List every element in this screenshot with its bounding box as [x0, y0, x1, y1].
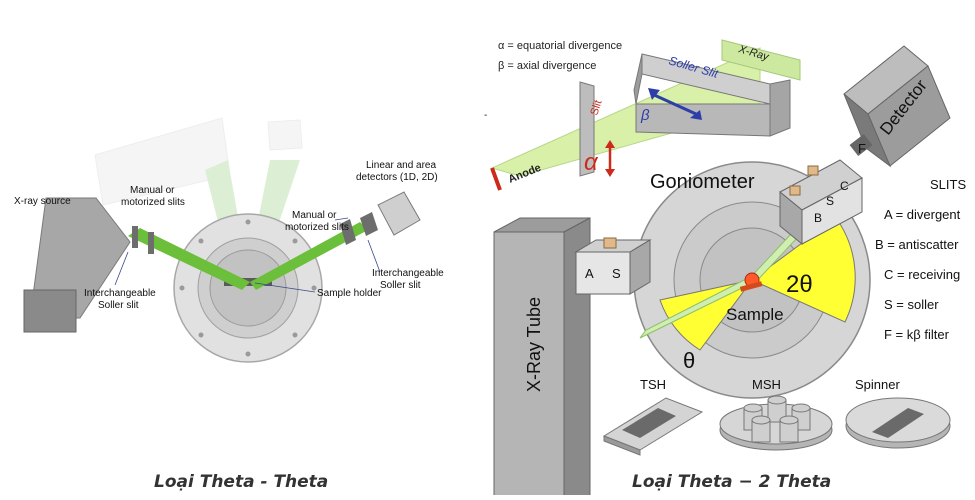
- anode-target: [490, 167, 502, 191]
- label-soller-out-1: Interchangeable: [372, 268, 444, 279]
- label-detectors-1: Linear and area: [366, 160, 436, 171]
- legend-beta: β = axial divergence: [498, 60, 596, 72]
- label-s: S: [612, 266, 621, 281]
- slits-item-a: A = divergent: [884, 207, 961, 222]
- label-slits-in-1: Manual or: [130, 185, 175, 196]
- label-c: C: [840, 179, 849, 193]
- beta-symbol: β: [640, 107, 650, 124]
- theta-wedge: [659, 279, 754, 351]
- goniometer-bolts: [179, 219, 317, 357]
- tsh-holder: [602, 397, 704, 456]
- area-detector: [340, 191, 421, 245]
- beta-arrow: [651, 92, 697, 116]
- label-goniometer: Goniometer: [650, 171, 755, 193]
- slits-title: SLITS: [930, 177, 966, 192]
- label-sample-holder: Sample holder: [317, 288, 382, 299]
- incident-beam: [128, 228, 250, 290]
- legend-alpha: α = equatorial divergence: [498, 40, 622, 52]
- theta-symbol: θ: [683, 348, 695, 373]
- slits-item-f: F = kβ filter: [884, 327, 950, 342]
- incident-slits: [132, 226, 154, 254]
- label-soller-in-1: Interchangeable: [84, 288, 156, 299]
- xray-exit-beam: [721, 39, 801, 81]
- label-soller-in-2: Soller slit: [98, 300, 139, 311]
- sample-plate: [739, 281, 763, 292]
- label-sample: Sample: [726, 305, 784, 324]
- label-msh: MSH: [752, 377, 781, 392]
- theta-2theta-diagram: α = equatorial divergence β = axial dive…: [484, 39, 966, 500]
- slits-item-b: B = antiscatter: [875, 237, 959, 252]
- label-xray-tube: X-Ray Tube: [524, 297, 544, 392]
- label-b: B: [814, 211, 822, 225]
- label-slit: Slit: [588, 99, 604, 117]
- label-slits-out-2: motorized slits: [285, 222, 349, 233]
- label-slits-in-2: motorized slits: [121, 197, 185, 208]
- label-tsh: TSH: [640, 377, 666, 392]
- msh-holder: [719, 395, 833, 451]
- label-slits-out-1: Manual or: [292, 210, 337, 221]
- incident-slit-box: [574, 237, 652, 295]
- label-f: F: [858, 141, 866, 156]
- caption-theta-2theta: Loại Theta − 2 Theta: [632, 472, 831, 492]
- goniometer-inner: [209, 249, 287, 327]
- spinner-holder: [845, 397, 951, 449]
- label-s2: S: [826, 194, 834, 208]
- two-theta-wedge: [751, 217, 856, 323]
- caption-theta-theta: Loại Theta - Theta: [154, 472, 328, 492]
- divergence-slit: [579, 81, 595, 177]
- slits-item-c: C = receiving: [884, 267, 960, 282]
- soller-slit-box: [633, 53, 791, 137]
- leader-lines: [114, 217, 381, 293]
- svg-text:-: -: [484, 110, 487, 121]
- receiving-slit-box: [779, 159, 863, 246]
- diffracted-beam: [250, 222, 368, 290]
- xray-tube: [493, 217, 591, 500]
- label-detectors-2: detectors (1D, 2D): [356, 172, 438, 183]
- theta-theta-diagram: X-ray source Manual or motorized slits M…: [14, 117, 444, 492]
- two-theta-symbol: 2θ: [786, 271, 813, 298]
- alpha-symbol: α: [584, 149, 599, 176]
- label-soller-out-2: Soller slit: [380, 280, 421, 291]
- label-spinner: Spinner: [855, 377, 900, 392]
- label-xray-source: X-ray source: [14, 196, 71, 207]
- label-a: A: [585, 266, 594, 281]
- detector-box: [843, 45, 951, 168]
- slits-item-s: S = soller: [884, 297, 939, 312]
- xray-source-tube: [23, 197, 131, 333]
